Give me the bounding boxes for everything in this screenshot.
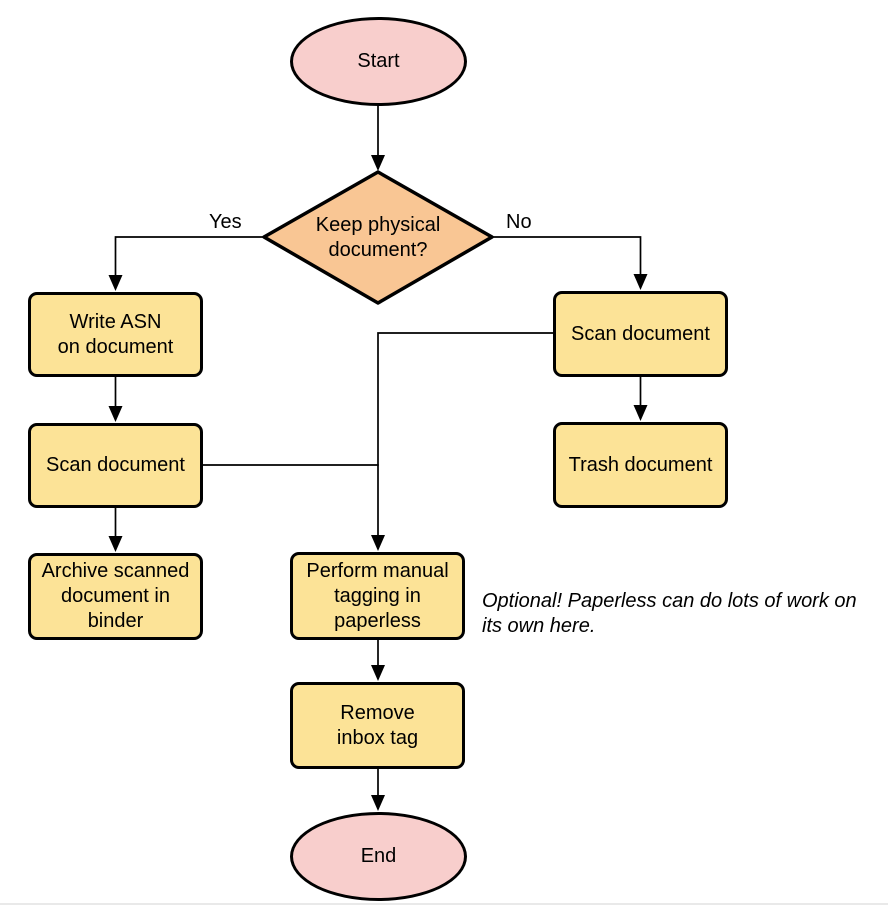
edge-scan-right-tagging — [371, 332, 553, 551]
annotation-optional-note: Optional! Paperless can do lots of work … — [482, 590, 857, 637]
node-scan-document-right-label: Scan document — [571, 322, 710, 345]
node-archive: Archive scanned document in binder — [28, 553, 203, 640]
node-start-label: Start — [357, 50, 400, 72]
node-end: End — [290, 812, 467, 901]
edge-decision-write-asn — [108, 236, 264, 291]
node-archive-label: Archive scanned document in binder — [41, 560, 190, 632]
node-tagging: Perform manual tagging in paperless — [290, 552, 465, 640]
node-remove-inbox-label: Remove inbox tag — [336, 701, 419, 749]
node-end-label: End — [360, 845, 397, 867]
node-trash: Trash document — [553, 422, 728, 508]
node-start: Start — [290, 17, 467, 106]
node-scan-document-left: Scan document — [28, 423, 203, 508]
node-write-asn-label: Write ASN on document — [57, 310, 174, 358]
node-scan-document-left-label: Scan document — [46, 454, 185, 476]
node-tagging-label: Perform manual tagging in paperless — [306, 559, 449, 632]
edge-label-yes: Yes — [209, 211, 242, 233]
edge-decision-scan-right — [492, 236, 648, 290]
node-trash-label: Trash document — [568, 453, 713, 476]
page-bottom-divider — [0, 903, 888, 905]
node-decision: Keep physical document? — [268, 172, 488, 303]
edge-label-no: No — [506, 211, 532, 233]
node-remove-inbox: Remove inbox tag — [290, 682, 465, 769]
decision-diamond-shape — [262, 170, 494, 305]
node-scan-document-right: Scan document — [553, 291, 728, 377]
node-decision-label: Keep physical document? — [315, 213, 441, 261]
node-write-asn: Write ASN on document — [28, 292, 203, 377]
